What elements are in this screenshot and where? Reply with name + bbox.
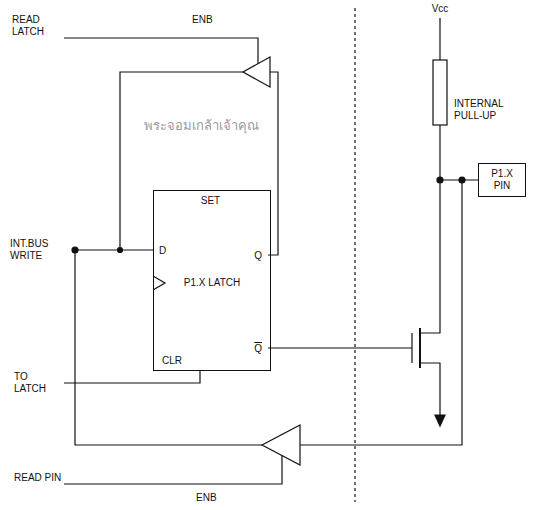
pin-name: CLR [162, 355, 192, 367]
read-pin-wire [300, 180, 462, 445]
pullup-wire [439, 125, 440, 180]
divider-line [354, 8, 355, 502]
signal-label: ENB [196, 492, 236, 504]
read-pin-wire [75, 250, 262, 445]
pin-box: P1.X PIN [478, 163, 526, 197]
clear-wire [64, 370, 200, 383]
pin-name: P1.X LATCH [182, 277, 242, 289]
latch-box: SET D Q P1.X LATCH CLR Q [153, 190, 271, 371]
enable-wire [64, 38, 258, 64]
clock-symbol [153, 276, 165, 290]
pin-name: Q [224, 250, 262, 262]
watermark: พระจอมเกล้าเจ้าคุณ [126, 118, 276, 134]
signal-label: ENB [192, 14, 232, 26]
resistor-symbol [433, 60, 447, 125]
pin-name: SET [154, 195, 267, 207]
vcc-wire [439, 18, 440, 60]
tristate-buffer [262, 425, 300, 465]
bus-wire [75, 249, 153, 250]
ground-arrow [435, 415, 445, 426]
pin-name: D [159, 245, 179, 257]
signal-label: Vcc [420, 3, 460, 15]
junction-dot [437, 177, 443, 183]
mosfet-gate [411, 333, 412, 363]
gate-wire [268, 347, 412, 348]
drain-wire [420, 180, 440, 333]
signal-label: READ LATCH [12, 14, 62, 38]
signal-label: INTERNAL PULL-UP [454, 98, 534, 122]
pin-name: Q [224, 343, 262, 355]
signal-label: INT.BUS WRITE [10, 238, 68, 262]
source-wire [420, 363, 440, 415]
bus-wire [120, 72, 243, 250]
mosfet-channel [419, 328, 421, 368]
pin-label: P1.X PIN [485, 168, 519, 192]
q-wire [268, 72, 278, 255]
tristate-buffer [243, 57, 270, 87]
signal-label: READ PIN [14, 472, 62, 484]
enable-wire [64, 455, 282, 484]
junction-dot [118, 248, 123, 253]
signal-label: TO LATCH [14, 371, 62, 395]
